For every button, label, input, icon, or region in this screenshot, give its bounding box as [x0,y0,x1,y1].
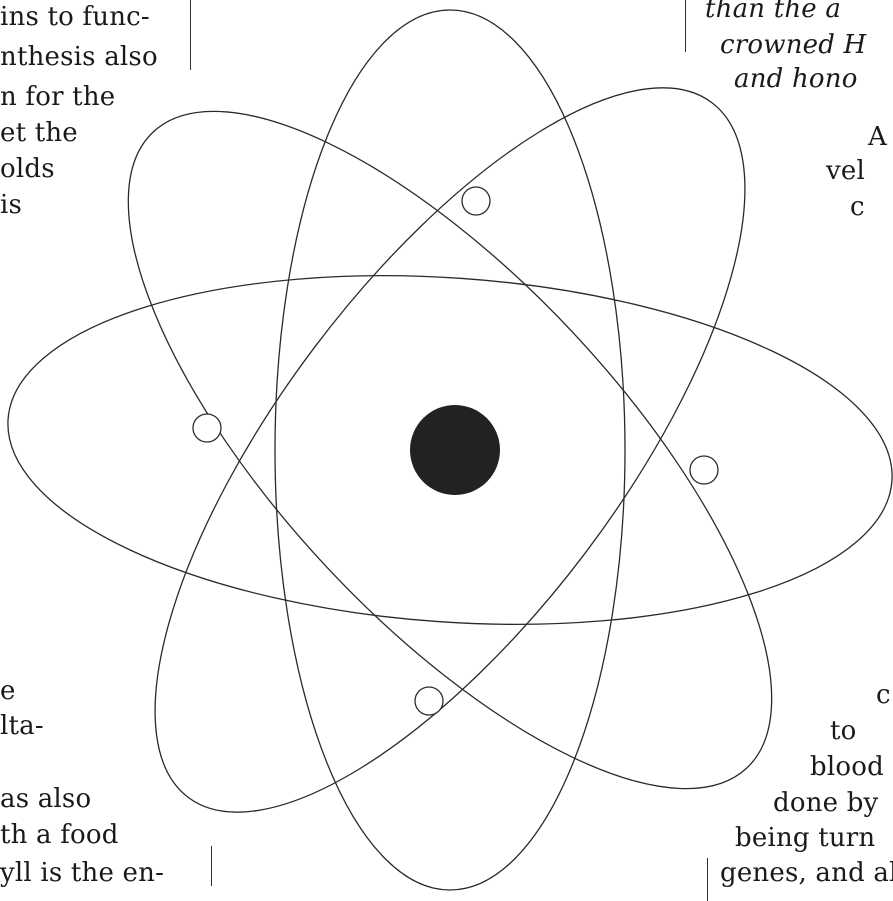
left-top-line-5: olds [0,154,55,184]
right-top-line-3: and hono [734,64,858,94]
left-top-line-2: nthesis also [0,42,158,72]
right-top-column-rule [685,0,686,52]
left-top-line-6: is [0,190,22,220]
electron-left [193,414,221,442]
nucleus [410,405,500,495]
right-top-line-7: c [850,192,865,222]
left-top-line-1: ins to func- [0,2,150,32]
electron-bottom [415,687,443,715]
left-bottom-line-2: lta- [0,711,44,741]
right-top-line-6: vel [826,156,865,186]
left-bottom-column-rule [211,846,212,886]
right-top-line-1: than the a [705,0,841,24]
right-bottom-line-4: done by [773,788,878,818]
left-top-column-rule [190,0,191,70]
right-bottom-line-1: c [876,680,891,710]
left-top-line-4: et the [0,118,78,148]
right-bottom-line-3: blood [810,752,884,782]
right-bottom-line-6: genes, and al [720,858,893,888]
left-bottom-line-1: e [0,676,16,706]
right-top-line-2: crowned H [720,30,866,60]
right-bottom-column-rule [707,858,708,901]
right-bottom-line-2: to [830,716,857,746]
left-bottom-line-5: th a food [0,820,119,850]
right-top-line-5: A [868,122,887,152]
right-bottom-line-5: being turn [735,823,875,853]
left-bottom-line-4: as also [0,784,91,814]
electron-top [462,187,490,215]
left-bottom-line-6: yll is the en- [0,858,164,888]
electron-right [690,456,718,484]
left-top-line-3: n for the [0,82,115,112]
